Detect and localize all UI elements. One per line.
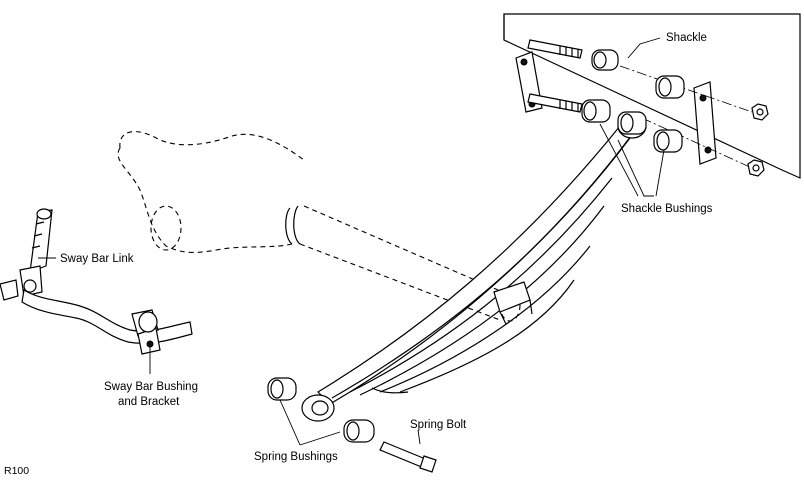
sway-bar-link [0,208,53,301]
spring-eye-front [301,394,335,422]
spring-bushings-label: Spring Bushings [254,451,338,463]
spring-bushing-set [267,377,375,443]
sway-bar [21,289,193,344]
sway-bar-bushing-label-line2: and Bracket [118,396,180,408]
frame-plate [503,13,801,179]
figure-code: R100 [4,465,29,477]
sway-bar-bushing-label-line1: Sway Bar Bushing [104,381,198,393]
shackle-bushings-label: Shackle Bushings [621,203,713,215]
leaf-spring [317,125,635,405]
shackle-assembly [515,39,769,177]
spring-bolt-label: Spring Bolt [410,419,467,431]
shackle-label: Shackle [666,32,707,44]
sway-bar-link-label: Sway Bar Link [60,253,134,265]
shackle-bushing-set [581,49,685,153]
spring-bolt [379,441,437,473]
leader-lines [38,37,665,446]
sway-bar-bushing-bracket [131,309,161,355]
